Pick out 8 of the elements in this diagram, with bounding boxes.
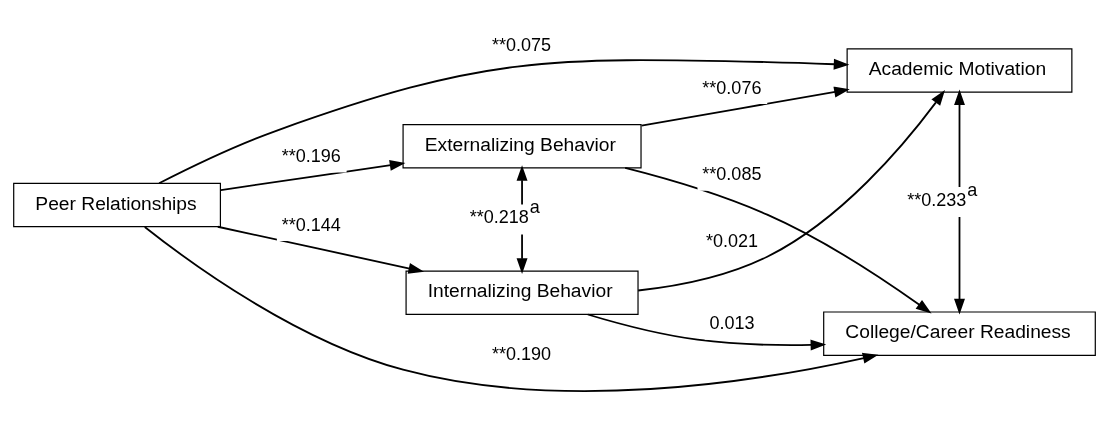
edge-label: **0.144: [281, 214, 341, 235]
edge-label: 0.013: [709, 312, 755, 333]
edge-label: **0.085: [702, 163, 762, 184]
edge-label: **0.190: [492, 342, 552, 363]
edge-label: **0.075: [492, 34, 552, 55]
edge-label: **0.196: [281, 145, 341, 166]
edge-label: **0.076: [702, 77, 762, 98]
edge-label: *0.021: [705, 230, 759, 251]
